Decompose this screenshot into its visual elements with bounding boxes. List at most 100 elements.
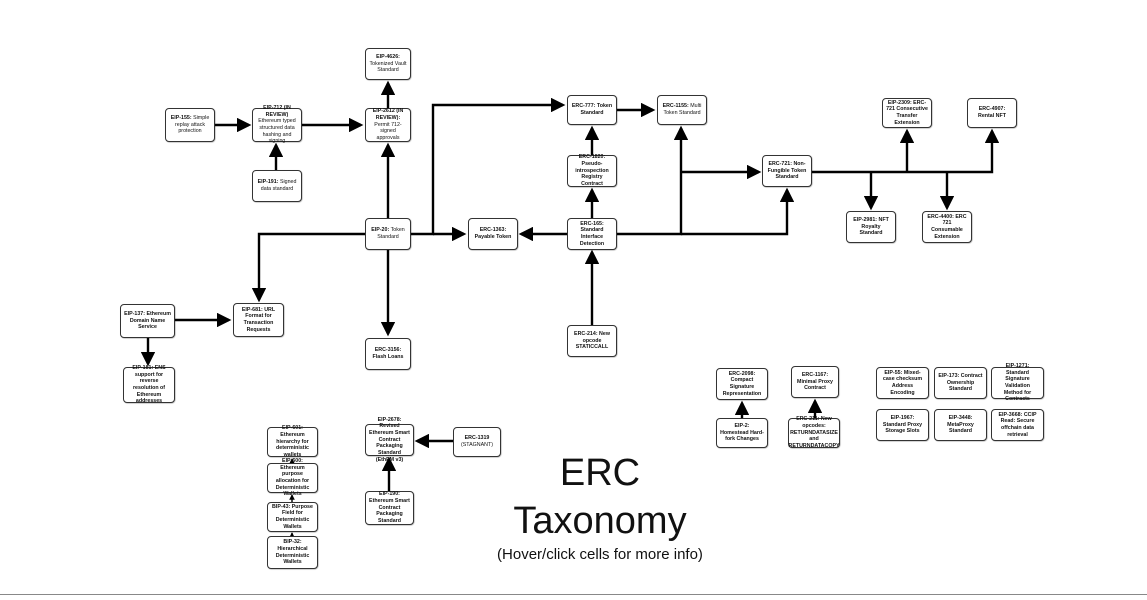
node-eip191[interactable]: EIP-191: Signed data standard <box>252 170 302 202</box>
diagram-title-line1: ERC <box>559 452 641 494</box>
node-erc1363[interactable]: ERC-1363: Payable Token <box>468 218 518 250</box>
node-erc1319[interactable]: ERC-1319 (STAGNANT) <box>453 427 501 457</box>
node-eip181[interactable]: EIP-181: ENS support for reverse resolut… <box>123 365 175 405</box>
node-text: ERC-165: Standard Interface Detection <box>571 221 613 247</box>
node-text: EIP-1967: Standard Proxy Storage Slots <box>880 415 925 435</box>
node-label: EIP-181: ENS support for reverse resolut… <box>132 365 166 405</box>
node-text: EIP-155: Simple replay attack protection <box>169 115 211 135</box>
node-text: ERC-4400: ERC 721 Consumable Extension <box>926 214 968 240</box>
node-label: ERC-1167: Minimal Proxy Contract <box>797 372 833 392</box>
node-label: ERC-4400: ERC 721 Consumable Extension <box>927 213 967 240</box>
node-eip600[interactable]: EIP-600: Ethereum purpose allocation for… <box>267 458 318 497</box>
node-eip173[interactable]: EIP-173: Contract Ownership Standard <box>934 367 987 399</box>
node-text: EIP-55: Mixed-case checksum Address Enco… <box>880 370 925 396</box>
connector-arrow-20 <box>251 232 365 303</box>
node-text: EIP-2: Homestead Hard-fork Changes <box>720 423 764 443</box>
node-text: ERC-1363: Payable Token <box>472 227 514 240</box>
node-eip2[interactable]: EIP-2: Homestead Hard-fork Changes <box>716 418 768 448</box>
node-label: ERC-1363: Payable Token <box>474 227 512 240</box>
node-description: Ethereum typed structured data hashing a… <box>258 118 296 145</box>
connector-arrow-14 <box>812 128 1000 174</box>
node-label: ERC-3156: Flash Loans <box>372 347 404 360</box>
node-description: Tokenized Vault Standard <box>369 60 407 74</box>
node-label: ERC-1155: <box>662 103 689 110</box>
bottom-divider <box>0 594 1147 595</box>
node-text: ERC-2098: Compact Signature Representati… <box>720 371 764 397</box>
node-label: EIP-2678: Revised Ethereum Smart Contrac… <box>369 416 410 463</box>
node-label: EIP-2612 (IN REVIEW): <box>372 108 404 122</box>
node-bip43[interactable]: BIP-43: Purpose Field for Deterministic … <box>267 502 318 532</box>
node-label: EIP-2: Homestead Hard-fork Changes <box>720 423 764 443</box>
node-text: EIP-712 (IN REVIEW) Ethereum typed struc… <box>256 105 298 145</box>
node-erc4907[interactable]: ERC-4907: Rental NFT <box>967 98 1017 128</box>
node-eip4626[interactable]: EIP-4626: Tokenized Vault Standard <box>365 48 411 80</box>
node-eip155[interactable]: EIP-155: Simple replay attack protection <box>165 108 215 142</box>
node-description: Token Standard <box>377 227 405 240</box>
edge-layer <box>140 80 1000 538</box>
node-erc165[interactable]: ERC-165: Standard Interface Detection <box>567 218 617 250</box>
node-text: ERC-721: Non-Fungible Token Standard <box>766 161 808 181</box>
node-eip20[interactable]: EIP-20: Token Standard <box>365 218 411 250</box>
node-label: EIP-1271: Standard Signature Validation … <box>1003 363 1032 403</box>
node-label: EIP-3668: CCIP Read: Secure offchain dat… <box>998 411 1037 438</box>
node-text: EIP-173: Contract Ownership Standard <box>938 373 983 393</box>
node-label: EIP-4626: <box>376 54 400 61</box>
node-eip681[interactable]: EIP-681: URL Format for Transaction Requ… <box>233 303 284 337</box>
node-eip712[interactable]: EIP-712 (IN REVIEW) Ethereum typed struc… <box>252 105 302 145</box>
node-eip2678[interactable]: EIP-2678: Revised Ethereum Smart Contrac… <box>365 417 414 463</box>
node-text: ERC-214: New opcode STATICCALL <box>571 331 613 351</box>
node-text: ERC-1167: Minimal Proxy Contract <box>795 372 835 392</box>
node-label: EIP-173: Contract Ownership Standard <box>938 373 983 393</box>
node-erc1820[interactable]: ERC-1820: Pseudo-introspection Registry … <box>567 154 617 187</box>
node-label: ERC-2098: Compact Signature Representati… <box>722 370 762 397</box>
node-eip2981[interactable]: EIP-2981: NFT Royalty Standard <box>846 211 896 243</box>
node-label: ERC-721: Non-Fungible Token Standard <box>767 161 807 181</box>
node-text: ERC-3156: Flash Loans <box>369 347 407 360</box>
node-text: EIP-190: Ethereum Smart Contract Packagi… <box>369 491 410 524</box>
node-text: EIP-2678: Revised Ethereum Smart Contrac… <box>369 417 410 463</box>
node-text: EIP-2981: NFT Royalty Standard <box>850 217 892 237</box>
diagram-title-line2: Taxonomy <box>513 500 687 542</box>
node-text: ERC-1155: Multi Token Standard <box>661 103 703 116</box>
node-text: EIP-600: Ethereum purpose allocation for… <box>271 458 314 498</box>
node-erc1167[interactable]: ERC-1167: Minimal Proxy Contract <box>791 366 839 398</box>
node-erc1155[interactable]: ERC-1155: Multi Token Standard <box>657 95 707 125</box>
node-eip3668[interactable]: EIP-3668: CCIP Read: Secure offchain dat… <box>991 409 1044 441</box>
node-eip1271[interactable]: EIP-1271: Standard Signature Validation … <box>991 363 1044 402</box>
node-eip190[interactable]: EIP-190: Ethereum Smart Contract Packagi… <box>365 491 414 525</box>
node-text: EIP-3668: CCIP Read: Secure offchain dat… <box>995 412 1040 438</box>
node-erc211[interactable]: ERC-211: New opcodes: RETURNDATASIZE and… <box>788 416 840 449</box>
node-text: EIP-2309: ERC-721 Consecutive Transfer E… <box>886 100 928 126</box>
node-label: EIP-137: Ethereum Domain Name Service <box>124 311 171 331</box>
node-erc777[interactable]: ERC-777: Token Standard <box>567 95 617 125</box>
node-label: EIP-1967: Standard Proxy Storage Slots <box>882 415 923 435</box>
connector-arrow-6 <box>411 97 566 236</box>
node-description: Permit 712-signed approvals <box>374 121 402 141</box>
node-erc214[interactable]: ERC-214: New opcode STATICCALL <box>567 325 617 357</box>
node-label: ERC-1319 <box>464 435 490 442</box>
node-description: Signed data standard <box>260 179 297 192</box>
node-eip1967[interactable]: EIP-1967: Standard Proxy Storage Slots <box>876 409 929 441</box>
node-erc4400[interactable]: ERC-4400: ERC 721 Consumable Extension <box>922 211 972 243</box>
node-eip2309[interactable]: EIP-2309: ERC-721 Consecutive Transfer E… <box>882 98 932 128</box>
node-label: EIP-681: URL Format for Transaction Requ… <box>241 306 276 333</box>
node-eip601[interactable]: EIP-601: Ethereum hierarchy for determin… <box>267 425 318 458</box>
node-bip32[interactable]: BIP-32: Hierarchical Deterministic Walle… <box>267 536 318 569</box>
node-label: BIP-32: Hierarchical Deterministic Walle… <box>275 539 310 566</box>
node-eip55[interactable]: EIP-55: Mixed-case checksum Address Enco… <box>876 367 929 399</box>
node-label: EIP-20: <box>371 227 390 234</box>
node-eip137[interactable]: EIP-137: Ethereum Domain Name Service <box>120 304 175 338</box>
node-label: ERC-165: Standard Interface Detection <box>579 220 605 247</box>
node-label: EIP-190: Ethereum Smart Contract Packagi… <box>369 491 410 524</box>
node-label: EIP-712 (IN REVIEW) <box>263 105 291 118</box>
node-erc3156[interactable]: ERC-3156: Flash Loans <box>365 338 411 370</box>
node-eip2612[interactable]: EIP-2612 (IN REVIEW): Permit 712-signed … <box>365 108 411 142</box>
node-text: EIP-137: Ethereum Domain Name Service <box>124 311 171 331</box>
node-text: BIP-43: Purpose Field for Deterministic … <box>271 504 314 530</box>
node-erc721[interactable]: ERC-721: Non-Fungible Token Standard <box>762 155 812 187</box>
node-eip3448[interactable]: EIP-3448: MetaProxy Standard <box>934 409 987 441</box>
node-erc2098[interactable]: ERC-2098: Compact Signature Representati… <box>716 368 768 400</box>
node-text: EIP-181: ENS support for reverse resolut… <box>127 365 171 405</box>
node-text: EIP-3448: MetaProxy Standard <box>938 415 983 435</box>
node-description: (STAGNANT) <box>461 442 493 448</box>
